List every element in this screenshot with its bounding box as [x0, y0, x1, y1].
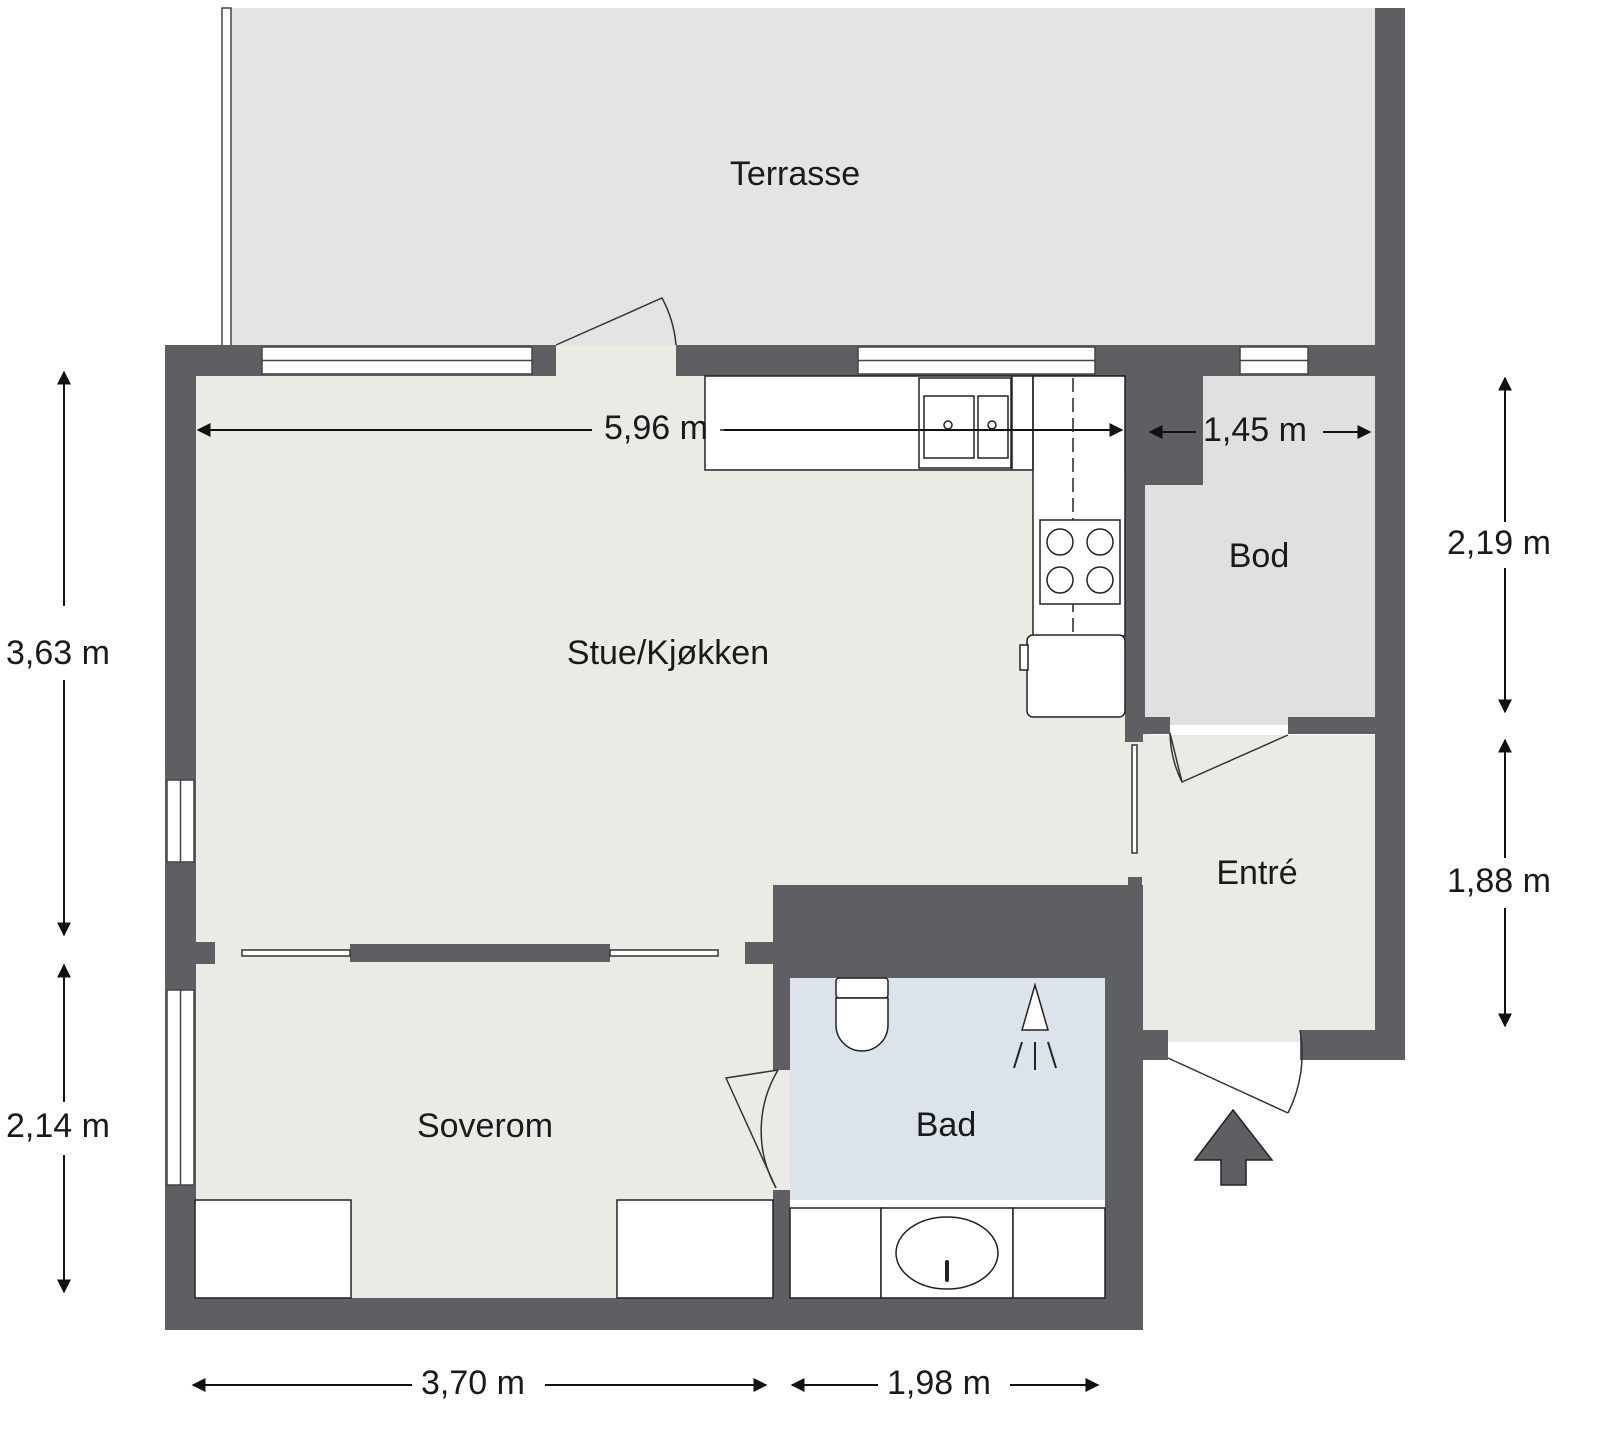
stove-burner [1086, 528, 1114, 556]
terrace-wall-right [1375, 8, 1405, 358]
room-label-stue-kjokken: Stue/Kjøkken [567, 634, 769, 672]
room-label-entre: Entré [1216, 854, 1297, 892]
sliding-door-bedroom-left [241, 949, 351, 957]
wall-bottom [165, 1298, 1143, 1330]
bedroom-furniture [194, 1199, 774, 1299]
window-top-storage [1239, 346, 1309, 375]
shower-head-icon [1021, 982, 1049, 1031]
wall-entrance-jamb [1128, 877, 1142, 887]
bath-sink [895, 1216, 999, 1290]
window-top-middle [857, 346, 1096, 375]
dimension-lines [57, 370, 1512, 1392]
wall-storage-stub [1125, 717, 1143, 742]
window-left-bedroom [166, 989, 195, 1186]
kitchen [704, 375, 1126, 718]
wall-bedroom-stub-right [745, 942, 775, 964]
room-label-bod: Bod [1229, 537, 1290, 575]
wall-bathroom-right [1105, 885, 1143, 1330]
wall-bathroom-left [773, 885, 790, 1070]
toilet-tank [835, 977, 889, 999]
bedroom-door [724, 1069, 779, 1189]
dimension-labels: 5,96 m 1,45 m 2,19 m 1,88 m 3,63 m 2,14 … [6, 409, 1551, 1402]
dim-label-stue-depth: 3,63 m [6, 634, 110, 672]
bathroom-floor [778, 978, 1105, 1200]
wardrobe-left [194, 1199, 352, 1299]
bedroom-door-arc [760, 1069, 779, 1189]
windows [166, 346, 1309, 1186]
entrance-door-opening [1168, 1030, 1300, 1042]
entrance-floor [1142, 735, 1377, 1030]
terrace-railing-left [221, 7, 232, 354]
room-label-bad: Bad [916, 1106, 977, 1144]
window-left-living [166, 779, 195, 863]
room-labels: Terrasse Stue/Kjøkken Bod Entré Soverom … [417, 155, 1298, 1145]
doors [241, 297, 1303, 1190]
wall-right-outer [1375, 345, 1405, 1060]
toilet-bowl [835, 997, 889, 1052]
bath-cabinet-right [1012, 1207, 1106, 1299]
dim-label-bad-width: 1,98 m [887, 1364, 991, 1402]
terrace-door [555, 297, 677, 346]
dim-label-bod-depth: 2,19 m [1447, 524, 1551, 562]
floors [195, 8, 1380, 1300]
bedroom-door-opening [773, 1070, 790, 1190]
wall-bedroom-divider [350, 944, 610, 962]
room-label-terrasse: Terrasse [730, 155, 860, 193]
sliding-door-bedroom-right [609, 949, 719, 957]
dim-label-bod-width: 1,45 m [1203, 411, 1307, 449]
terrace-door-opening [556, 345, 676, 376]
wall-storage-entrance-left [1142, 717, 1170, 734]
room-label-soverom: Soverom [417, 1107, 553, 1145]
dim-label-soverom-depth: 2,14 m [6, 1107, 110, 1145]
refrigerator [1026, 634, 1126, 718]
wall-storage-entrance-right [1288, 717, 1378, 734]
shower-spray-icon [1013, 1041, 1057, 1070]
dim-label-entre-depth: 1,88 m [1447, 862, 1551, 900]
window-top-left [261, 346, 533, 375]
wall-bathroom-block-top [773, 885, 1143, 978]
wall-entrance-bottom-left [1140, 1030, 1168, 1060]
stove-burner [1046, 566, 1074, 594]
dim-label-stue-width: 5,96 m [604, 409, 708, 447]
wall-bathroom-left-lower [773, 1190, 790, 1305]
wardrobe-right [616, 1199, 774, 1299]
entrance-door [1167, 1029, 1303, 1114]
bathroom-fixtures [789, 977, 1106, 1299]
stove-burner [1086, 566, 1114, 594]
living-floor [195, 375, 1130, 965]
storage-door [1169, 732, 1289, 784]
terrace-floor [228, 8, 1380, 353]
wall-entrance-bottom-right [1300, 1030, 1405, 1060]
refrigerator-handle [1019, 644, 1029, 671]
wall-corner-block [1125, 375, 1203, 485]
stove-burner [1046, 528, 1074, 556]
sliding-door-entrance [1131, 744, 1138, 854]
dim-label-soverom-width: 3,70 m [421, 1364, 525, 1402]
entrance-arrow-icon [1193, 1108, 1274, 1186]
wall-bedroom-stub-left [195, 942, 215, 964]
bath-cabinet-left [789, 1207, 882, 1299]
